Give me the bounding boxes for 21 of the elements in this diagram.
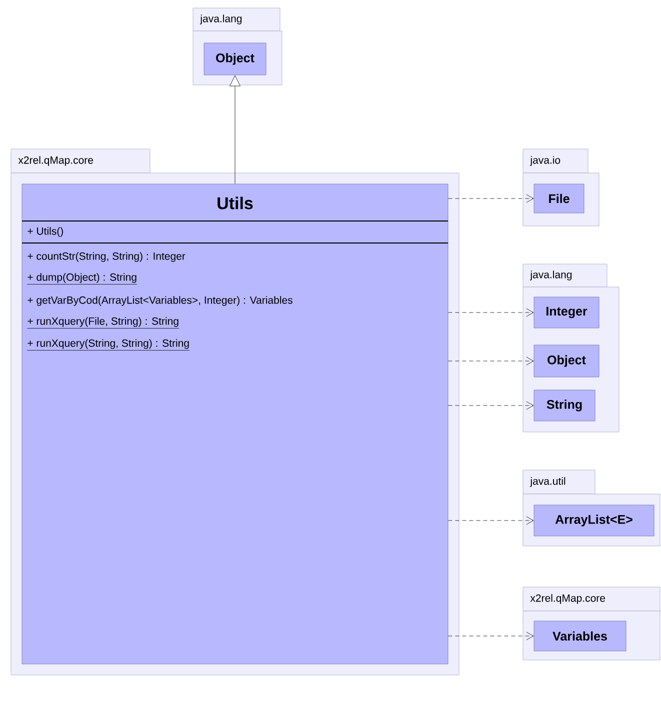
node-label: java.io: [530, 156, 560, 166]
node-label: x2rel.qMap.core: [530, 594, 606, 604]
node-label: java.util: [530, 477, 566, 487]
dependency-arrow: [448, 356, 534, 366]
dependency-arrow: [448, 194, 534, 203]
class-box: Utils + Utils() + countStr(String, String) : Integer + dump(Object) : String + getVarByCod(ArrayList<Variables>, Integer) : Variables + runXquery(File, String) : String + runXquery(String, String) : String: [22, 184, 448, 664]
node-label: java.lang: [530, 270, 572, 280]
dependency-arrow: [448, 632, 534, 640]
dependency-arrow: [448, 401, 534, 410]
node-label: java.lang: [200, 14, 242, 24]
class-box: Object: [534, 344, 600, 378]
class-box: Integer: [534, 296, 600, 328]
generalization-arrow: [230, 75, 240, 184]
dependency-arrow: [448, 516, 534, 525]
node-label: x2rel.qMap.core: [18, 156, 93, 166]
class-box: Object: [204, 42, 266, 76]
class-box: Variables: [534, 620, 626, 652]
dependency-arrow: [448, 308, 534, 317]
class-box: ArrayList<E>: [534, 504, 654, 536]
class-box: String: [534, 390, 596, 422]
class-box: File: [534, 184, 584, 214]
